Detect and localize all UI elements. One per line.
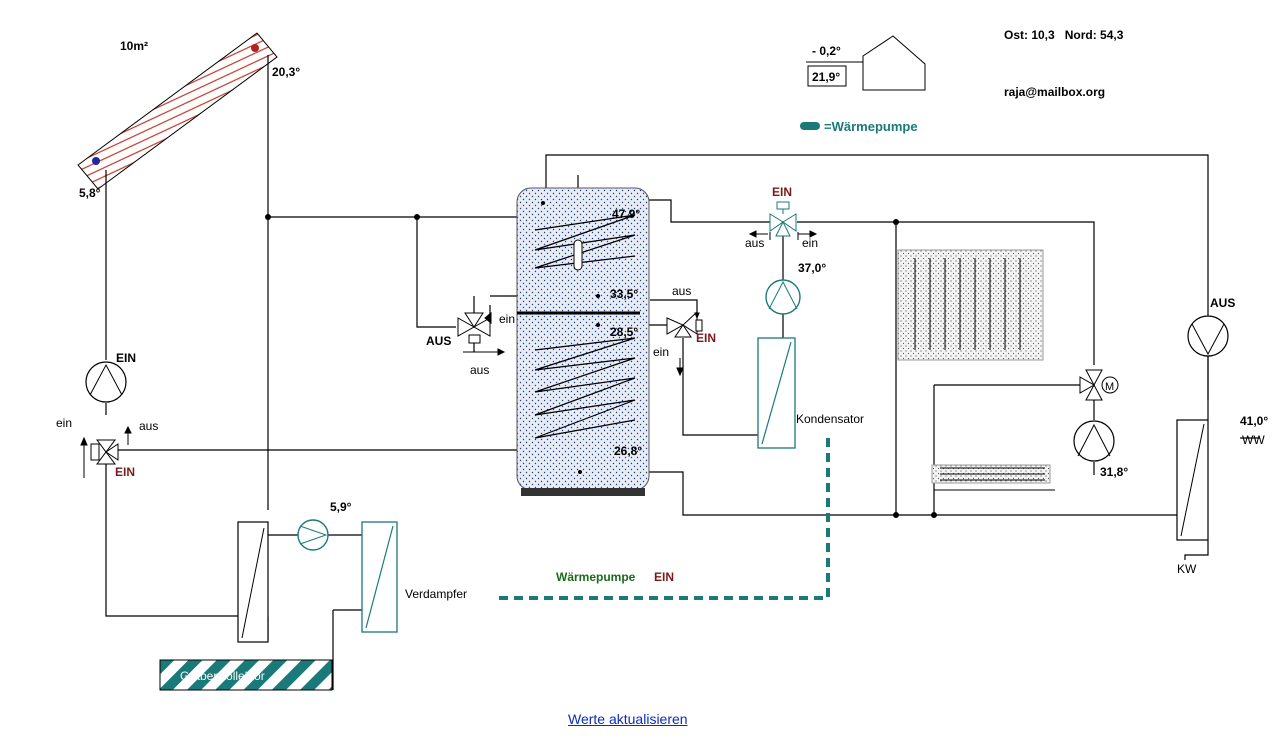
evaporator-label: Verdampfer: [405, 587, 467, 601]
heatpump-status-state: EIN: [654, 570, 674, 584]
solar-valve-aus: aus: [139, 419, 158, 433]
condenser-label: Kondensator: [796, 412, 864, 426]
floor-temp: 31,8°: [1100, 465, 1128, 479]
mixer-valve[interactable]: M: [1079, 369, 1119, 401]
dhw-heat-exchanger: [1176, 419, 1209, 541]
right-storage-valve[interactable]: [666, 310, 703, 338]
ground-collector-label: Grabenkollektor: [180, 669, 265, 683]
ground-heat-exchanger: [237, 521, 269, 643]
right-valve-ein: ein: [653, 345, 669, 359]
solar-valve[interactable]: [90, 439, 119, 465]
collector-temp-bottom: 5,8°: [79, 186, 101, 200]
collector-temp-top: 20,3°: [272, 65, 300, 79]
condenser: [757, 337, 796, 449]
brine-temp: 5,9°: [330, 500, 352, 514]
dhw-pump-state: AUS: [1210, 296, 1235, 310]
heatpump-legend-icon: [800, 122, 820, 130]
flow-arrows: [80, 230, 818, 478]
heatpump-legend-label: =Wärmepumpe: [824, 119, 918, 134]
house-icon: [806, 35, 926, 91]
indoor-temp: 21,9°: [812, 70, 840, 84]
floor-heating: [931, 464, 1055, 491]
solar-pump-state: EIN: [116, 351, 136, 365]
right-valve-state: EIN: [696, 331, 716, 345]
storage-temp-2: 33,5°: [610, 287, 638, 301]
solar-pump[interactable]: [85, 361, 127, 403]
contact-email: raja@mailbox.org: [1004, 85, 1105, 99]
dhw-kw-label: KW: [1177, 562, 1197, 576]
ground-collector: [159, 659, 333, 691]
top-valve-state: EIN: [772, 185, 792, 199]
top-valve-aus: aus: [745, 236, 764, 250]
refresh-values-link[interactable]: Werte aktualisieren: [568, 711, 688, 727]
dhw-pump[interactable]: [1187, 315, 1229, 357]
storage-tank: [516, 187, 650, 496]
dhw-ww-label: WW: [1242, 433, 1265, 447]
dhw-temp: 41,0°: [1240, 414, 1268, 428]
left-storage-valve[interactable]: [457, 312, 491, 344]
heatpump-circuit-pump[interactable]: [765, 279, 801, 315]
solar-valve-ein: ein: [56, 416, 72, 430]
outdoor-temp: - 0,2°: [812, 44, 841, 58]
brine-pump[interactable]: [297, 519, 329, 551]
solar-valve-state: EIN: [115, 465, 135, 479]
location-coordinates: Ost: 10,3 Nord: 54,3: [1004, 28, 1124, 42]
left-valve-state: AUS: [426, 334, 451, 348]
heatpump-circuit-temp: 37,0°: [798, 261, 826, 275]
left-valve-aus: aus: [470, 363, 489, 377]
evaporator: [361, 521, 398, 633]
top-valve-ein: ein: [802, 236, 818, 250]
right-valve-aus: aus: [672, 284, 691, 298]
collector-area: 10m²: [120, 39, 148, 53]
refrigerant-line: [498, 438, 830, 600]
svg-text:M: M: [1105, 381, 1114, 393]
storage-temp-4: 26,8°: [614, 444, 642, 458]
top-three-way-valve[interactable]: [769, 201, 797, 237]
solar-collector: [77, 32, 278, 190]
radiator: [897, 249, 1044, 361]
heatpump-status-label: Wärmepumpe: [556, 570, 636, 584]
left-valve-ein: ein: [499, 312, 515, 326]
storage-temp-3: 28,5°: [610, 325, 638, 339]
floor-pump[interactable]: [1073, 420, 1115, 462]
storage-temp-1: 47,9°: [612, 207, 640, 221]
